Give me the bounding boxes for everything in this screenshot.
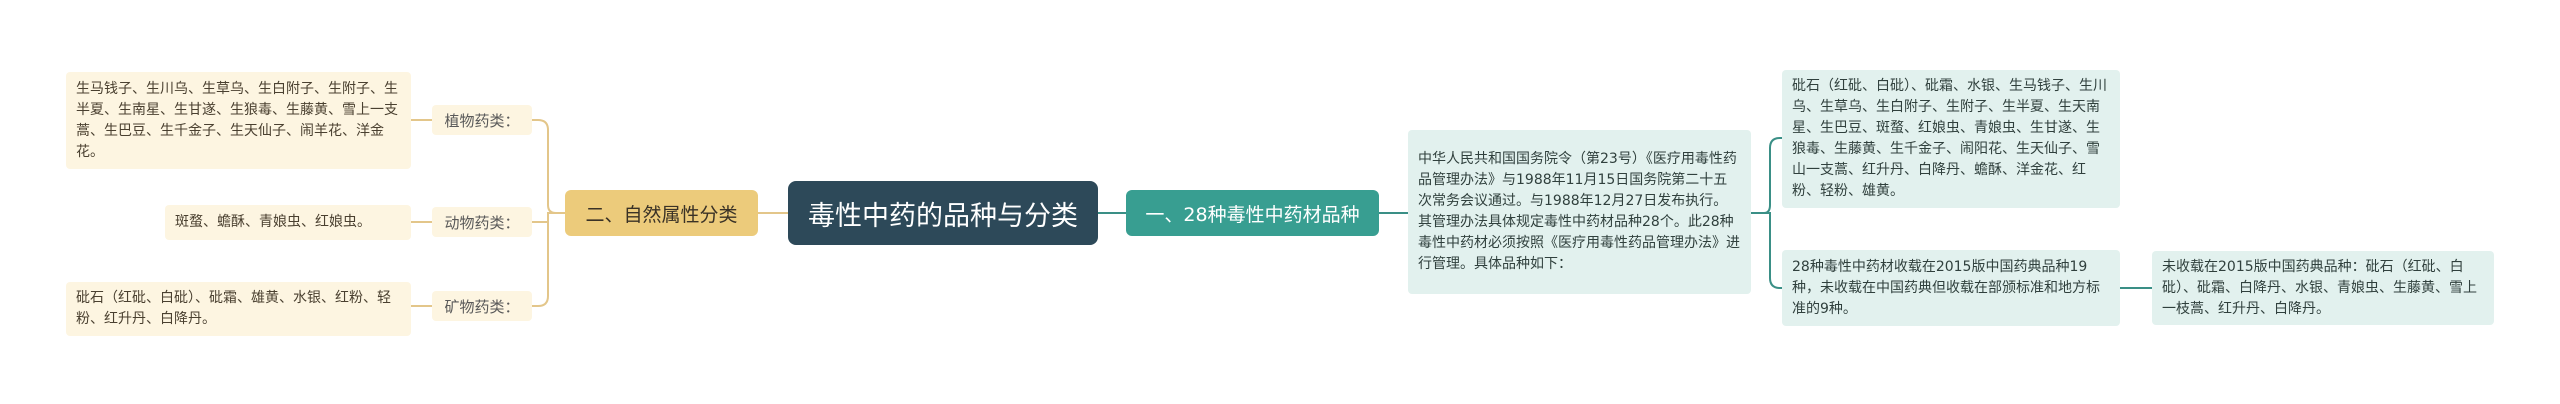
branch-natural-classification-label: 二、自然属性分类 [585,203,738,226]
leaf-regulation-intro-text: 中华人民共和国国务院令（第23号）《医疗用毒性药品管理办法》与1988年11月1… [1418,151,1740,272]
branch-28-toxic-herbs-label: 一、28种毒性中药材品种 [1145,203,1360,226]
leaf-28-herb-list-text: 砒石（红砒、白砒）、砒霜、水银、生马钱子、生川乌、生草乌、生白附子、生附子、生半… [1792,78,2107,199]
leaf-mineral-list[interactable]: 砒石（红砒、白砒）、砒霜、雄黄、水银、红粉、轻粉、红升丹、白降丹。 [66,282,411,336]
category-plant-label: 植物药类： [444,111,520,130]
leaf-animal-list[interactable]: 斑蝥、蟾酥、青娘虫、红娘虫。 [165,205,411,240]
category-mineral[interactable]: 矿物药类： [432,291,532,321]
leaf-plant-list-text: 生马钱子、生川乌、生草乌、生白附子、生附子、生半夏、生南星、生甘遂、生狼毒、生藤… [76,80,398,160]
branch-28-toxic-herbs[interactable]: 一、28种毒性中药材品种 [1126,190,1379,236]
connector-intro-list [1751,137,1782,214]
leaf-pharmacopoeia-count-text: 28种毒性中药材收载在2015版中国药典品种19种，未收载在中国药典但收载在部颁… [1792,258,2100,317]
connector-left-mineral [532,213,549,307]
central-topic-label: 毒性中药的品种与分类 [808,200,1078,232]
leaf-plant-list[interactable]: 生马钱子、生川乌、生草乌、生白附子、生附子、生半夏、生南星、生甘遂、生狼毒、生藤… [66,72,411,169]
leaf-28-herb-list[interactable]: 砒石（红砒、白砒）、砒霜、水银、生马钱子、生川乌、生草乌、生白附子、生附子、生半… [1782,70,2120,208]
leaf-animal-list-text: 斑蝥、蟾酥、青娘虫、红娘虫。 [175,214,371,230]
leaf-regulation-intro[interactable]: 中华人民共和国国务院令（第23号）《医疗用毒性药品管理办法》与1988年11月1… [1408,130,1751,294]
leaf-not-in-pharmacopoeia-text: 未收载在2015版中国药典品种：砒石（红砒、白砒）、砒霜、白降丹、水银、青娘虫、… [2162,258,2477,317]
connector-intro-pharma [1764,212,1782,289]
category-plant[interactable]: 植物药类： [432,105,532,135]
category-mineral-label: 矿物药类： [444,297,520,316]
connector-left-plant [532,119,565,214]
category-animal-label: 动物药类： [444,213,520,232]
connector-left-animal [532,212,556,223]
central-topic[interactable]: 毒性中药的品种与分类 [788,181,1098,245]
branch-natural-classification[interactable]: 二、自然属性分类 [565,190,758,236]
category-animal[interactable]: 动物药类： [432,207,532,237]
leaf-mineral-list-text: 砒石（红砒、白砒）、砒霜、雄黄、水银、红粉、轻粉、红升丹、白降丹。 [76,290,391,327]
leaf-pharmacopoeia-count[interactable]: 28种毒性中药材收载在2015版中国药典品种19种，未收载在中国药典但收载在部颁… [1782,250,2120,326]
leaf-not-in-pharmacopoeia[interactable]: 未收载在2015版中国药典品种：砒石（红砒、白砒）、砒霜、白降丹、水银、青娘虫、… [2152,251,2494,325]
